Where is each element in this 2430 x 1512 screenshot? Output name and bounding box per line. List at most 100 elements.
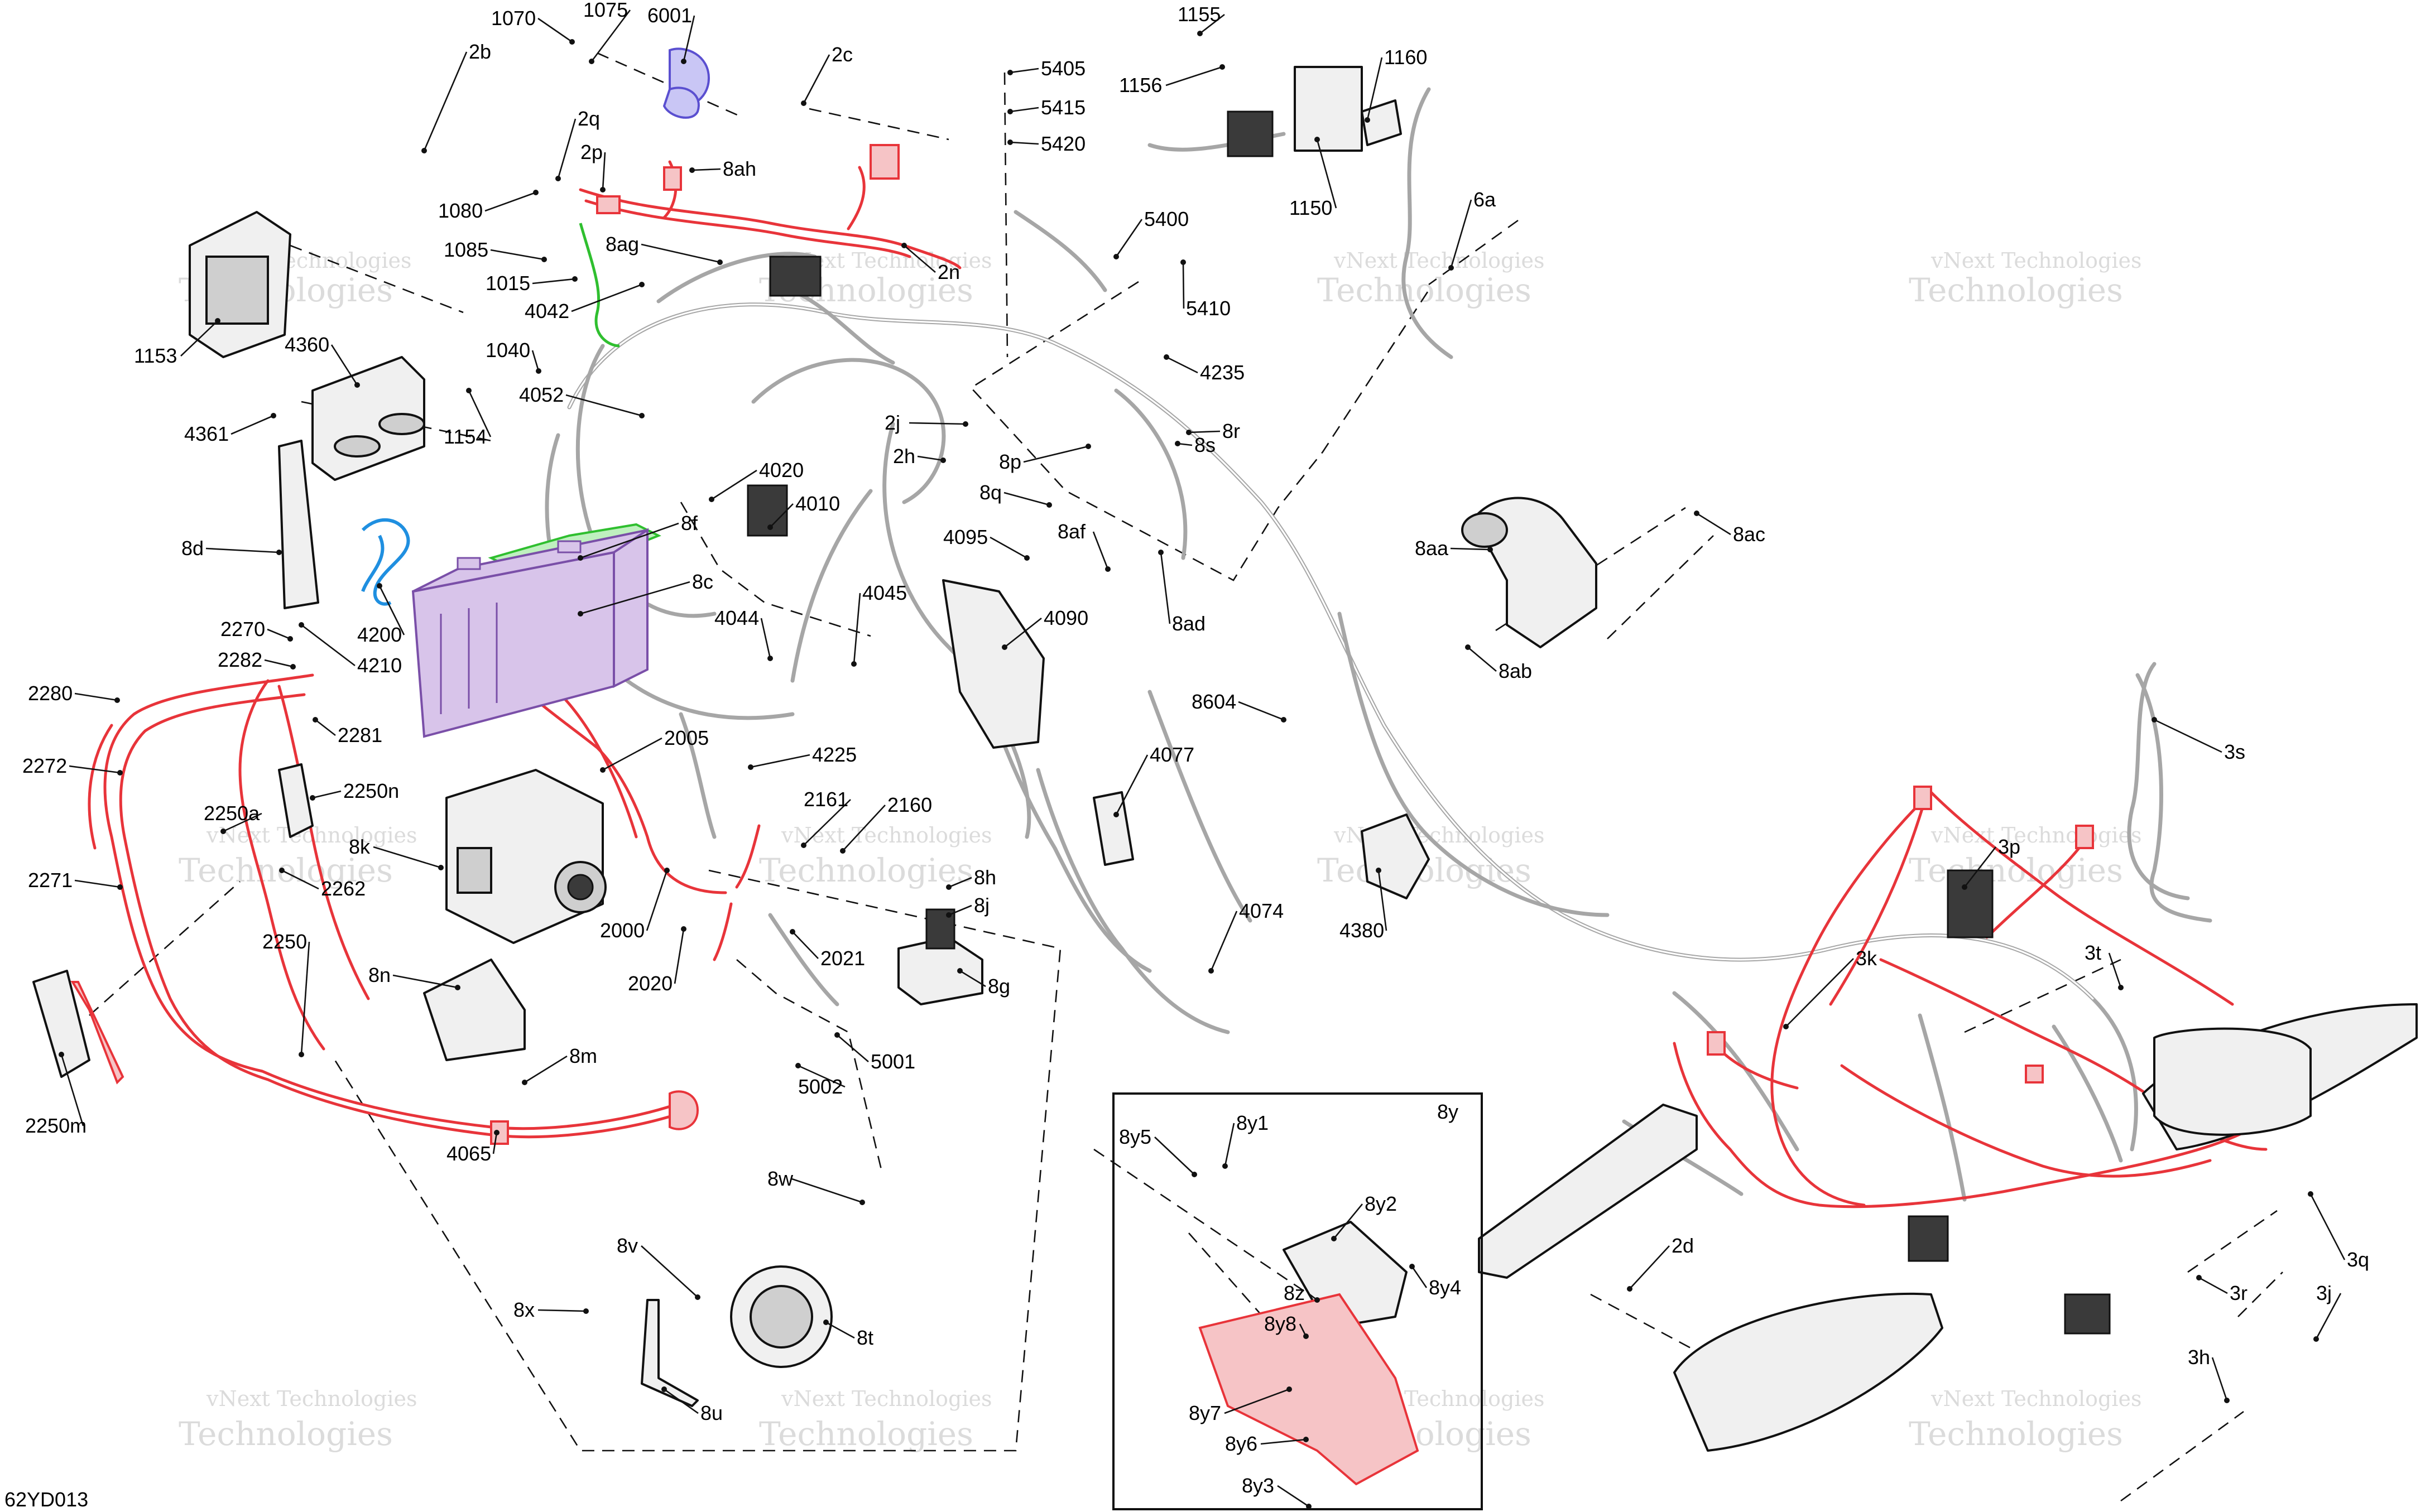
callout-label-8y6: 8y6 (1225, 1432, 1257, 1455)
leader-dot-8s (1175, 441, 1180, 446)
leader-line-8q (1003, 492, 1050, 506)
leader-line-2282 (264, 659, 294, 668)
leader-dot-5400 (1113, 254, 1119, 259)
callout-label-3t: 3t (2085, 941, 2101, 964)
svg-text:Technologies: Technologies (1909, 1415, 2123, 1453)
leader-dot-1040 (536, 368, 541, 374)
leader-dot-2020 (681, 926, 686, 932)
callout-label-8c: 8c (692, 570, 713, 593)
callout-label-8aa: 8aa (1415, 537, 1449, 560)
callout-label-3k: 3k (1856, 947, 1877, 970)
leader-line-8c (580, 581, 690, 615)
leader-line-4090 (1004, 617, 1042, 648)
callout-label-5002: 5002 (798, 1075, 843, 1098)
leader-line-4077 (1115, 754, 1149, 815)
leader-line-2n (904, 245, 936, 273)
leader-line-4044 (760, 618, 771, 659)
leader-line-4210 (301, 624, 356, 667)
callout-label-4074: 4074 (1239, 899, 1284, 922)
leader-line-8p (1023, 445, 1089, 463)
leader-dot-5002 (795, 1063, 801, 1068)
callout-label-8h: 8h (974, 866, 996, 889)
leader-line-5001 (837, 1034, 869, 1062)
leader-dot-4077 (1113, 812, 1119, 817)
leader-line-2271 (74, 879, 121, 888)
leader-dot-8u (661, 1386, 667, 1392)
leader-line-3s (2154, 719, 2222, 753)
leader-line-8k (373, 846, 441, 869)
callout-label-8g: 8g (988, 975, 1010, 998)
leader-dot-2005 (600, 767, 606, 773)
leader-dot-8v (695, 1294, 700, 1300)
leader-line-8604 (1238, 701, 1284, 721)
leader-line-8y7 (1224, 1388, 1290, 1414)
leader-line-4045 (853, 593, 861, 664)
leader-dot-2q (555, 176, 561, 181)
leader-line-5400 (1115, 219, 1143, 257)
callout-label-5405: 5405 (1041, 57, 1086, 80)
leader-dot-5405 (1007, 70, 1013, 75)
leader-line-2160 (842, 805, 886, 851)
leader-line-8ad (1160, 552, 1171, 624)
callout-label-4020: 4020 (759, 459, 804, 481)
leader-dot-8ad (1158, 550, 1164, 555)
leader-dot-1160 (1365, 117, 1370, 123)
leader-dot-8z (1314, 1297, 1320, 1303)
callout-label-1153: 1153 (134, 344, 177, 367)
callout-label-4065: 4065 (446, 1142, 491, 1165)
leader-dot-4052 (639, 413, 645, 418)
callout-label-1040: 1040 (486, 339, 530, 362)
leader-dot-3k (1783, 1024, 1789, 1029)
leader-line-2270 (267, 628, 291, 640)
callout-label-2020: 2020 (628, 972, 673, 995)
callout-label-8ab: 8ab (1499, 659, 1532, 682)
leader-dot-8y1 (1222, 1163, 1228, 1169)
battery-8c (411, 528, 649, 738)
callout-label-2000: 2000 (600, 919, 645, 942)
callout-label-8k: 8k (349, 835, 371, 858)
callout-label-4010: 4010 (795, 492, 840, 515)
leader-dot-2250m (59, 1052, 64, 1057)
red-harness-right (1673, 786, 2301, 1208)
leader-dot-1150 (1314, 137, 1320, 142)
leader-dot-3j (2313, 1336, 2319, 1342)
leader-dot-4200 (377, 583, 382, 589)
leader-dot-2270 (287, 636, 293, 642)
leader-dot-1080 (533, 190, 539, 195)
leader-line-8y3 (1277, 1485, 1309, 1508)
leader-line-5405 (1010, 68, 1039, 74)
leader-line-2280 (74, 692, 118, 701)
leader-dot-3t (2118, 985, 2124, 990)
leader-line-3h (2211, 1357, 2228, 1401)
leader-line-8g (959, 970, 986, 988)
callout-label-8y1: 8y1 (1236, 1111, 1269, 1134)
leader-dot-3p (1962, 884, 1967, 890)
leader-line-1156 (1165, 66, 1223, 86)
callout-label-4361: 4361 (184, 422, 229, 445)
leader-line-1080 (484, 191, 536, 212)
leader-dot-8604 (1281, 717, 1286, 723)
callout-label-2n: 2n (938, 261, 960, 283)
leader-dot-4010 (767, 524, 773, 530)
callout-label-4380: 4380 (1339, 919, 1384, 942)
leader-line-8y6 (1260, 1438, 1307, 1445)
leader-line-2250 (300, 941, 310, 1055)
leader-line-8x (537, 1309, 587, 1312)
callout-label-2p: 2p (580, 141, 603, 163)
leader-line-4020 (711, 469, 757, 500)
leader-dot-4380 (1376, 868, 1381, 873)
leader-dot-4042 (639, 282, 645, 287)
callout-label-4235: 4235 (1200, 361, 1245, 384)
callout-label-8y3: 8y3 (1242, 1474, 1274, 1497)
svg-text:vNext Technologies: vNext Technologies (1333, 248, 1544, 273)
leader-line-8ac (1696, 512, 1731, 536)
callout-leaders (59, 9, 2346, 1509)
callout-label-2005: 2005 (664, 726, 709, 749)
callout-label-1150: 1150 (1289, 196, 1332, 219)
leader-dot-4065 (494, 1130, 500, 1135)
leader-line-4052 (565, 394, 642, 417)
leader-line-2q (557, 118, 577, 179)
callout-label-3j: 3j (2316, 1282, 2332, 1304)
leader-line-8y2 (1333, 1203, 1363, 1239)
leader-dot-8k (438, 865, 444, 870)
